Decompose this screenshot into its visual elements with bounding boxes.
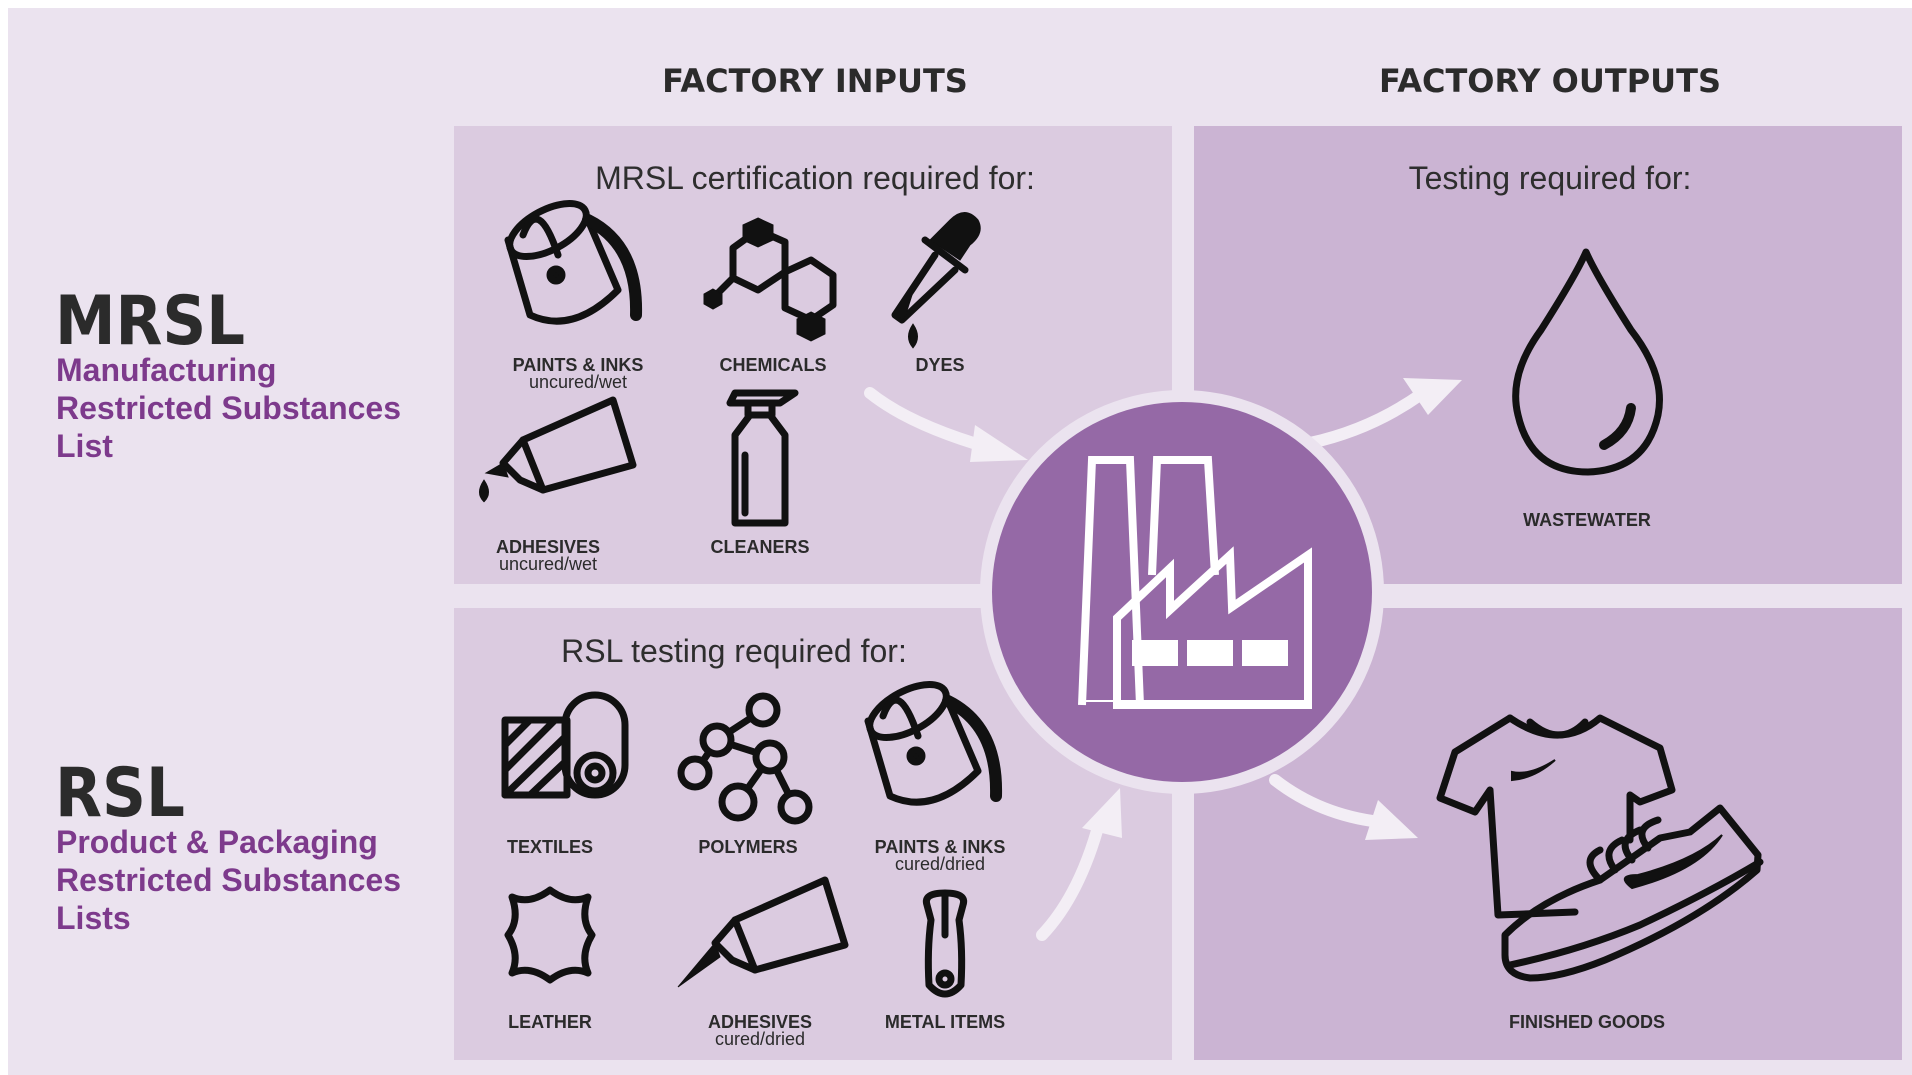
flow-arrow-wastewater-out	[1304, 378, 1462, 449]
paints-dried-label: PAINTS & INKS	[875, 837, 1006, 857]
polymer-chain-icon	[677, 692, 813, 825]
fabric-roll-icon	[501, 691, 629, 799]
mrsl-inputs-title: MRSL certification required for:	[595, 160, 1035, 196]
cleaners-label: CLEANERS	[710, 537, 809, 557]
flow-arrow-rsl-in	[1036, 788, 1122, 941]
factory-inputs-header: FACTORY INPUTS	[662, 62, 968, 100]
adhesives-dried-label: ADHESIVES	[708, 1012, 812, 1032]
dropper-icon	[891, 212, 981, 349]
rsl-description-line2: Restricted Substances	[56, 862, 401, 898]
textiles-label: TEXTILES	[507, 837, 593, 857]
paints-dried-sublabel: cured/dried	[895, 854, 985, 874]
factory-window	[1187, 640, 1233, 666]
factory-window	[1242, 640, 1288, 666]
zipper-pull-icon	[922, 889, 968, 998]
outputs-testing-title: Testing required for:	[1409, 160, 1692, 196]
flow-arrow-goods-out	[1269, 774, 1418, 840]
rsl-acronym: RSL	[55, 754, 185, 833]
paints-wet-sublabel: uncured/wet	[529, 372, 627, 392]
molecule-icon	[703, 217, 837, 342]
leather-hide-icon	[504, 886, 596, 984]
factory-outputs-header: FACTORY OUTPUTS	[1379, 62, 1721, 100]
polymers-label: POLYMERS	[698, 837, 797, 857]
glue-bottle-icon	[479, 396, 637, 503]
rsl-inputs-title: RSL testing required for:	[561, 633, 907, 669]
mrsl-description-line2: Restricted Substances	[56, 390, 401, 426]
factory-window	[1132, 640, 1178, 666]
wastewater-label: WASTEWATER	[1523, 510, 1651, 530]
mrsl-description-line3: List	[56, 428, 113, 464]
dyes-label: DYES	[915, 355, 964, 375]
mrsl-description-line1: Manufacturing	[56, 352, 276, 388]
metal-items-label: METAL ITEMS	[885, 1012, 1005, 1032]
water-drop-icon	[1512, 248, 1663, 476]
finished-goods-label: FINISHED GOODS	[1509, 1012, 1665, 1032]
flow-arrow-mrsl-in	[864, 387, 1028, 462]
paints-wet-label: PAINTS & INKS	[513, 355, 644, 375]
mrsl-acronym: MRSL	[55, 282, 245, 361]
glue-bottle-icon	[677, 876, 849, 988]
leather-label: LEATHER	[508, 1012, 592, 1032]
chemicals-label: CHEMICALS	[720, 355, 827, 375]
adhesives-dried-sublabel: cured/dried	[715, 1029, 805, 1049]
adhesives-wet-sublabel: uncured/wet	[499, 554, 597, 574]
rsl-description-line1: Product & Packaging	[56, 824, 378, 860]
shirt-and-shoe-icon	[1436, 714, 1764, 982]
paint-bucket-icon	[504, 200, 643, 325]
rsl-description-line3: Lists	[56, 900, 131, 936]
paint-bucket-icon	[864, 681, 1003, 806]
spray-bottle-icon	[726, 389, 799, 527]
factory-icon	[1078, 456, 1312, 709]
adhesives-wet-label: ADHESIVES	[496, 537, 600, 557]
